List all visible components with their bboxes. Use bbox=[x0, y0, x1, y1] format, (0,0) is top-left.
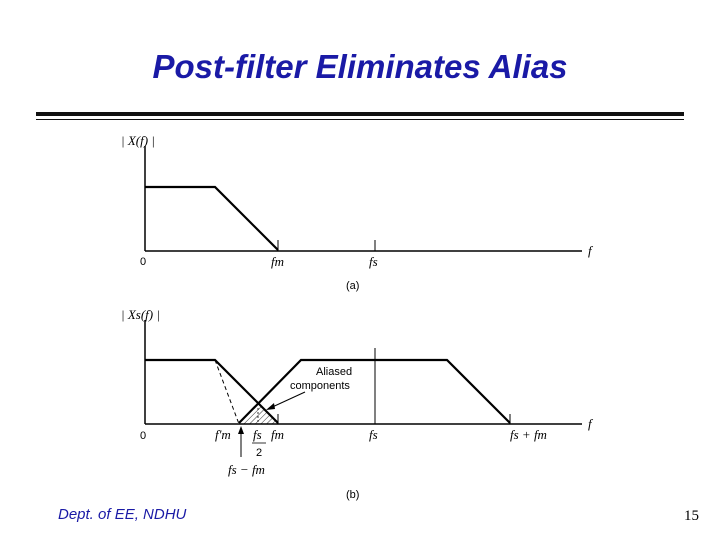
panel-b: | Xs(f) | f 0 f'm fs 2 fm fs fs + fm fs … bbox=[121, 307, 594, 501]
fs-minus-fm-arrowhead bbox=[238, 426, 244, 434]
panel-b-fs-label: fs bbox=[369, 427, 378, 442]
title-rule-thin bbox=[36, 119, 684, 120]
panel-a-caption: (a) bbox=[346, 280, 359, 292]
panel-a-ylabel: | X(f) | bbox=[121, 133, 155, 148]
panel-b-ylabel: | Xs(f) | bbox=[121, 307, 160, 322]
panel-a-fm-label: fm bbox=[271, 254, 284, 269]
title-rule-thick bbox=[36, 112, 684, 116]
slide-title: Post-filter Eliminates Alias bbox=[152, 48, 568, 85]
panel-a-fs-label: fs bbox=[369, 254, 378, 269]
panel-a-xaxis-label: f bbox=[588, 243, 594, 258]
panel-b-fs-plus-fm-label: fs + fm bbox=[510, 427, 547, 442]
panel-b-shifted-spectrum bbox=[238, 358, 511, 424]
panel-b-fpm-label: f'm bbox=[215, 427, 231, 442]
panel-a-spectrum bbox=[145, 185, 279, 251]
panel-b-fs-half-den: 2 bbox=[256, 447, 262, 459]
panel-b-origin-label: 0 bbox=[140, 430, 146, 442]
footer-department: Dept. of EE, NDHU bbox=[58, 506, 187, 523]
page-number: 15 bbox=[684, 508, 699, 524]
panel-b-fm-label: fm bbox=[271, 427, 284, 442]
panel-b-xaxis-label: f bbox=[588, 416, 594, 431]
panel-b-fs-half-num: fs bbox=[253, 427, 262, 442]
annotation-aliased-line2: components bbox=[290, 380, 350, 392]
panel-b-fs-minus-fm-label: fs − fm bbox=[228, 462, 265, 477]
panel-a-origin-label: 0 bbox=[140, 256, 146, 268]
panel-b-caption: (b) bbox=[346, 489, 359, 501]
aliased-region-hatch bbox=[239, 404, 278, 424]
annotation-arrowhead bbox=[266, 403, 275, 410]
panel-a: | X(f) | f 0 fm fs (a) bbox=[121, 133, 594, 292]
annotation-aliased-line1: Aliased bbox=[316, 366, 352, 378]
filtered-edge-dashed bbox=[214, 359, 240, 425]
